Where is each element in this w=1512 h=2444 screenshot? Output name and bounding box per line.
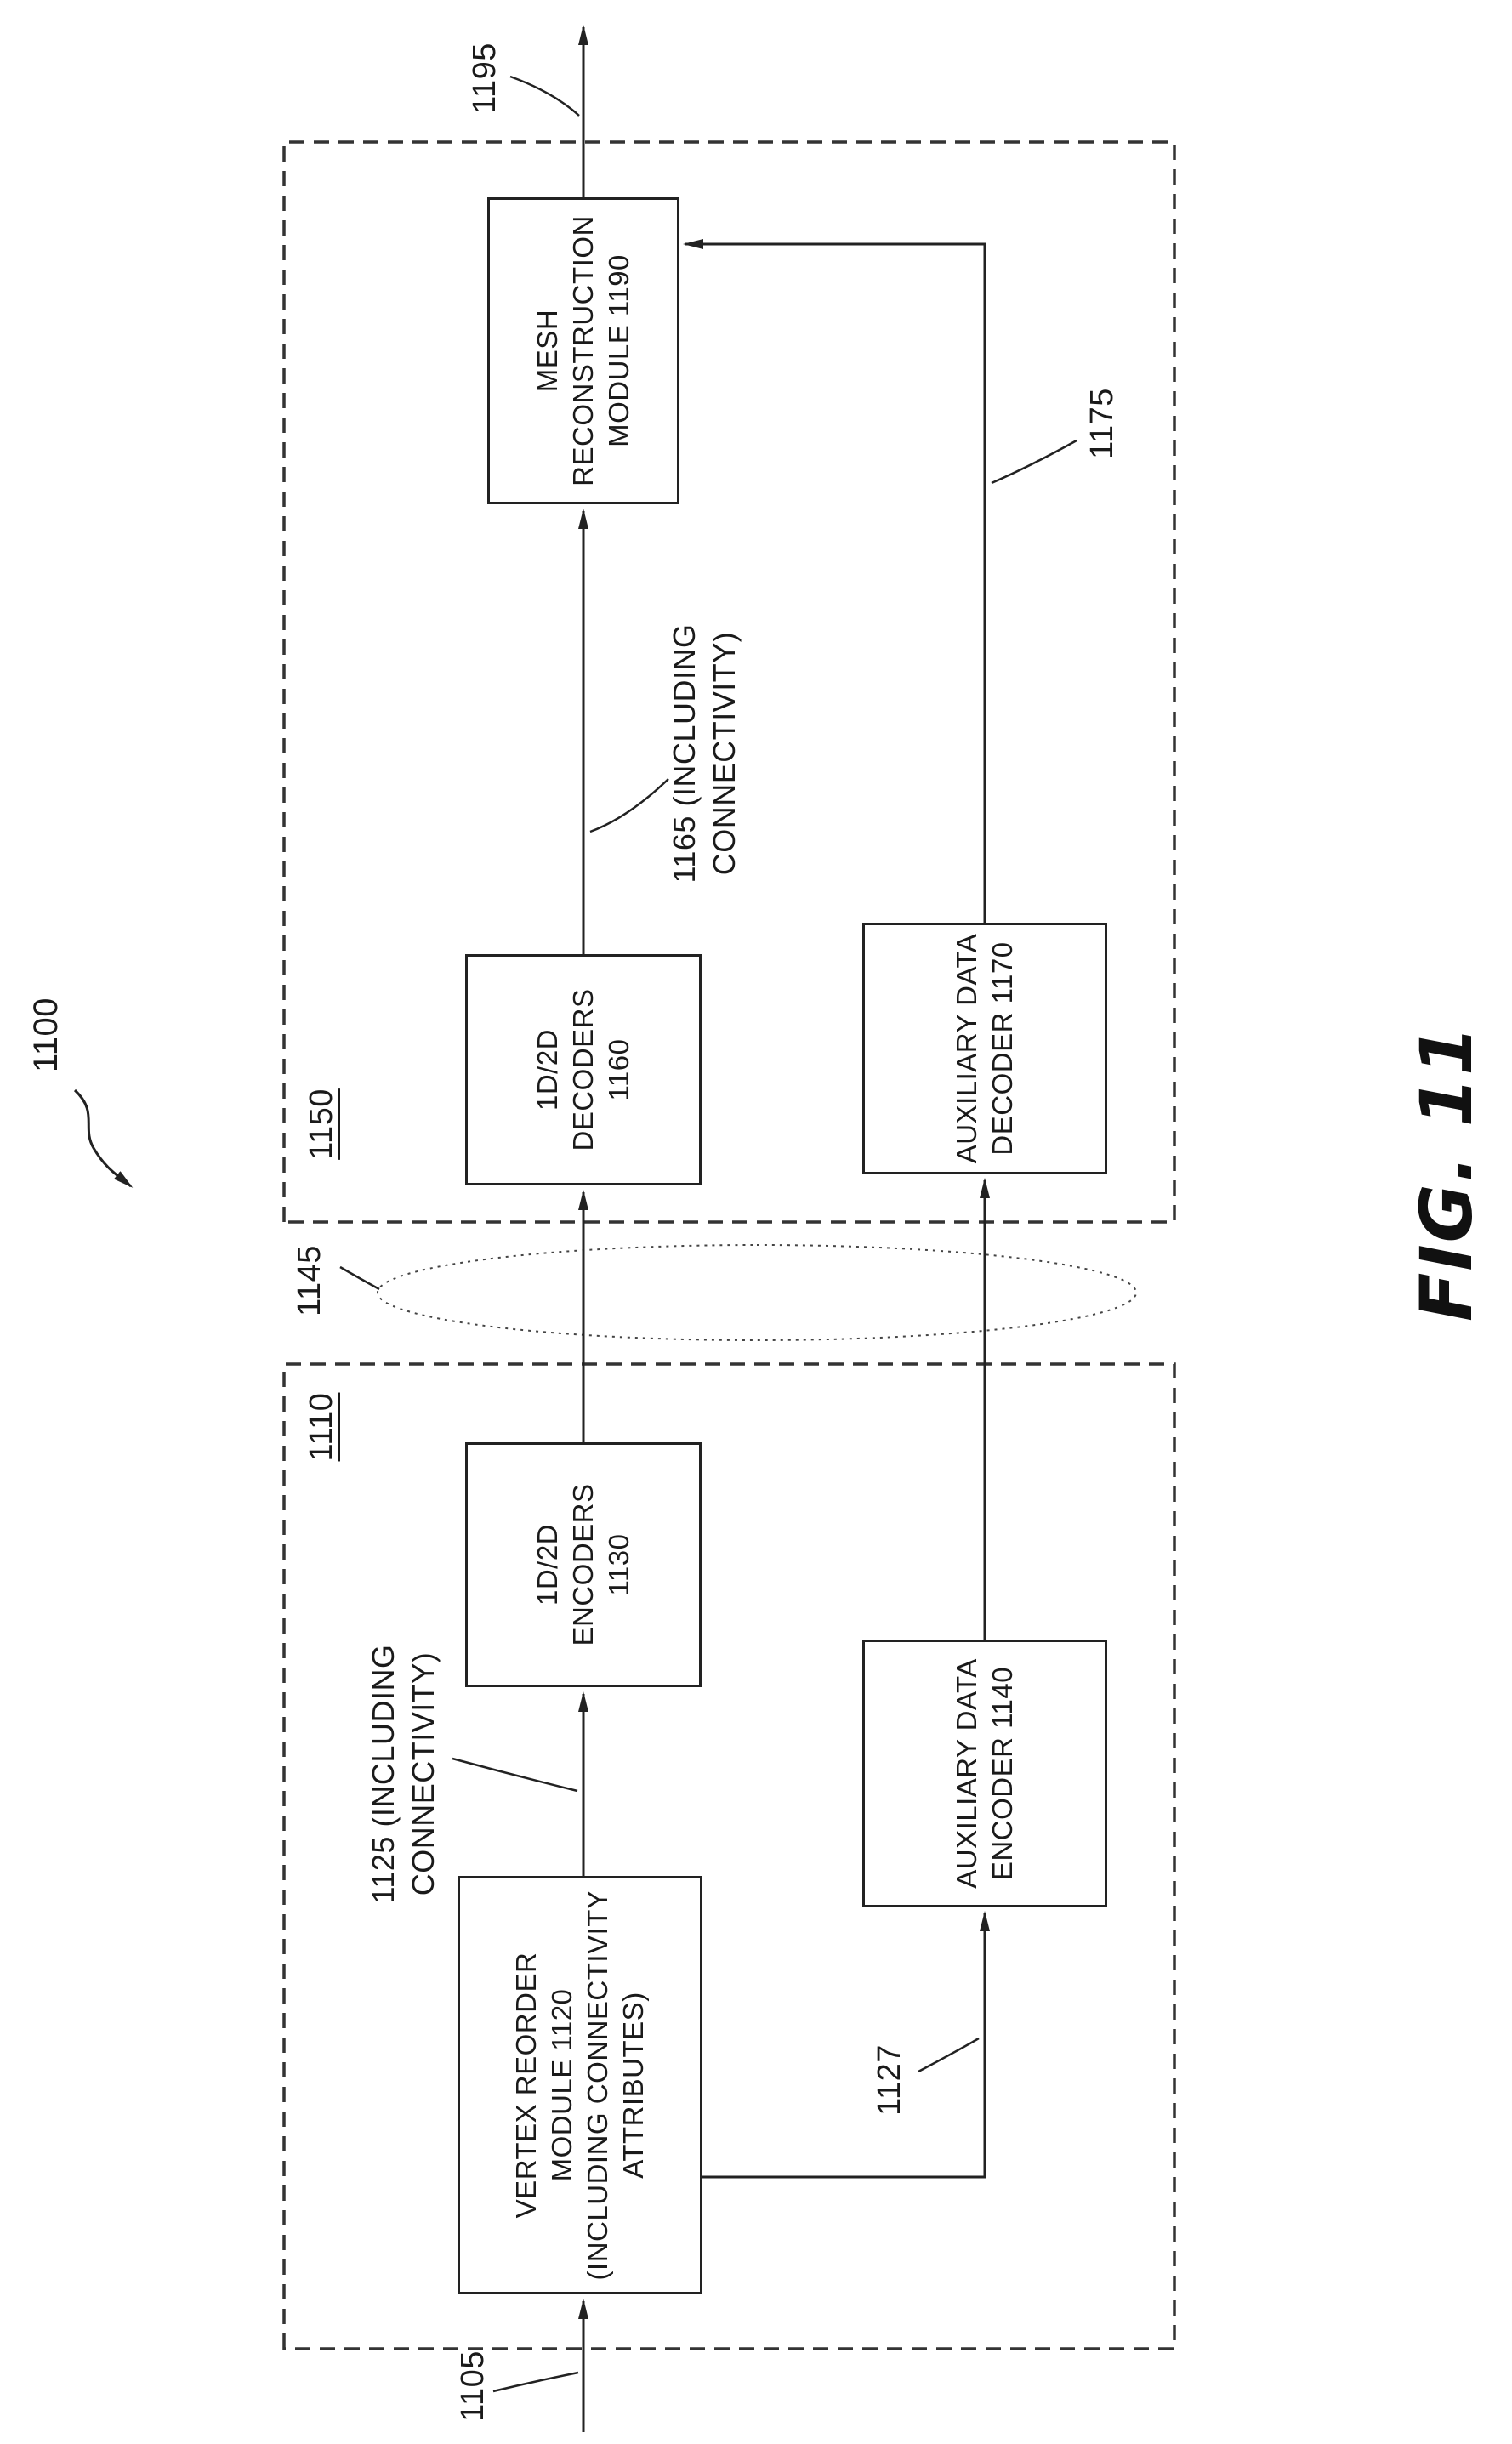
ref-1110-encoder-section: 1110	[304, 1392, 339, 1462]
ref-1165-decoded-stream: 1165 (INCLUDING CONNECTIVITY)	[667, 623, 742, 884]
ref-1150-decoder-section: 1150	[304, 1088, 339, 1160]
leader-1165	[589, 778, 669, 833]
auxiliary-data-decoder-label: AUXILIARY DATA DECODER 1170	[950, 933, 1018, 1164]
leader-1125	[452, 1757, 578, 1793]
ref-1125-reordered-stream: 1125 (INCLUDING CONNECTIVITY)	[366, 1644, 441, 1904]
1d2d-decoders-box: 1D/2D DECODERS 1160	[465, 954, 702, 1185]
figure-title: FIG. 11	[1405, 1024, 1488, 1321]
leader-1127	[918, 2037, 980, 2073]
leader-1105	[492, 2371, 579, 2393]
auxiliary-data-encoder-label: AUXILIARY DATA ENCODER 1140	[950, 1658, 1018, 1889]
mesh-reconstruction-module-label: MESH RECONSTRUCTION MODULE 1190	[531, 215, 635, 486]
vertex-reorder-module-box: VERTEX REORDER MODULE 1120 (INCLUDING CO…	[458, 1876, 702, 2294]
system-ref-squiggle-arrow	[73, 1088, 134, 1188]
auxiliary-data-decoder-box: AUXILIARY DATA DECODER 1170	[862, 923, 1107, 1174]
ref-1100-system: 1100	[27, 997, 65, 1073]
ref-1175-aux-decoded: 1175	[1084, 388, 1120, 459]
leader-1195	[509, 75, 580, 117]
channel-ellipse	[377, 1244, 1137, 1341]
ref-1195-output: 1195	[467, 43, 503, 114]
vertex-reorder-module-label: VERTEX REORDER MODULE 1120 (INCLUDING CO…	[509, 1890, 650, 2281]
arrow-aux-decoder-to-mesh	[683, 239, 986, 923]
ref-1127-aux-path: 1127	[872, 2044, 907, 2116]
1d2d-decoders-label: 1D/2D DECODERS 1160	[531, 988, 635, 1151]
encoder-dashed-box	[282, 1362, 1176, 2350]
leader-1145	[339, 1265, 380, 1291]
auxiliary-data-encoder-box: AUXILIARY DATA ENCODER 1140	[862, 1640, 1107, 1907]
leader-1175	[991, 439, 1077, 485]
arrow-vertex-to-aux-encoder	[702, 1911, 990, 2179]
mesh-reconstruction-module-box: MESH RECONSTRUCTION MODULE 1190	[487, 197, 679, 504]
1d2d-encoders-box: 1D/2D ENCODERS 1130	[465, 1442, 702, 1687]
ref-1105-input: 1105	[455, 2350, 491, 2422]
1d2d-encoders-label: 1D/2D ENCODERS 1130	[531, 1483, 635, 1646]
ref-1145-channel: 1145	[292, 1245, 327, 1316]
